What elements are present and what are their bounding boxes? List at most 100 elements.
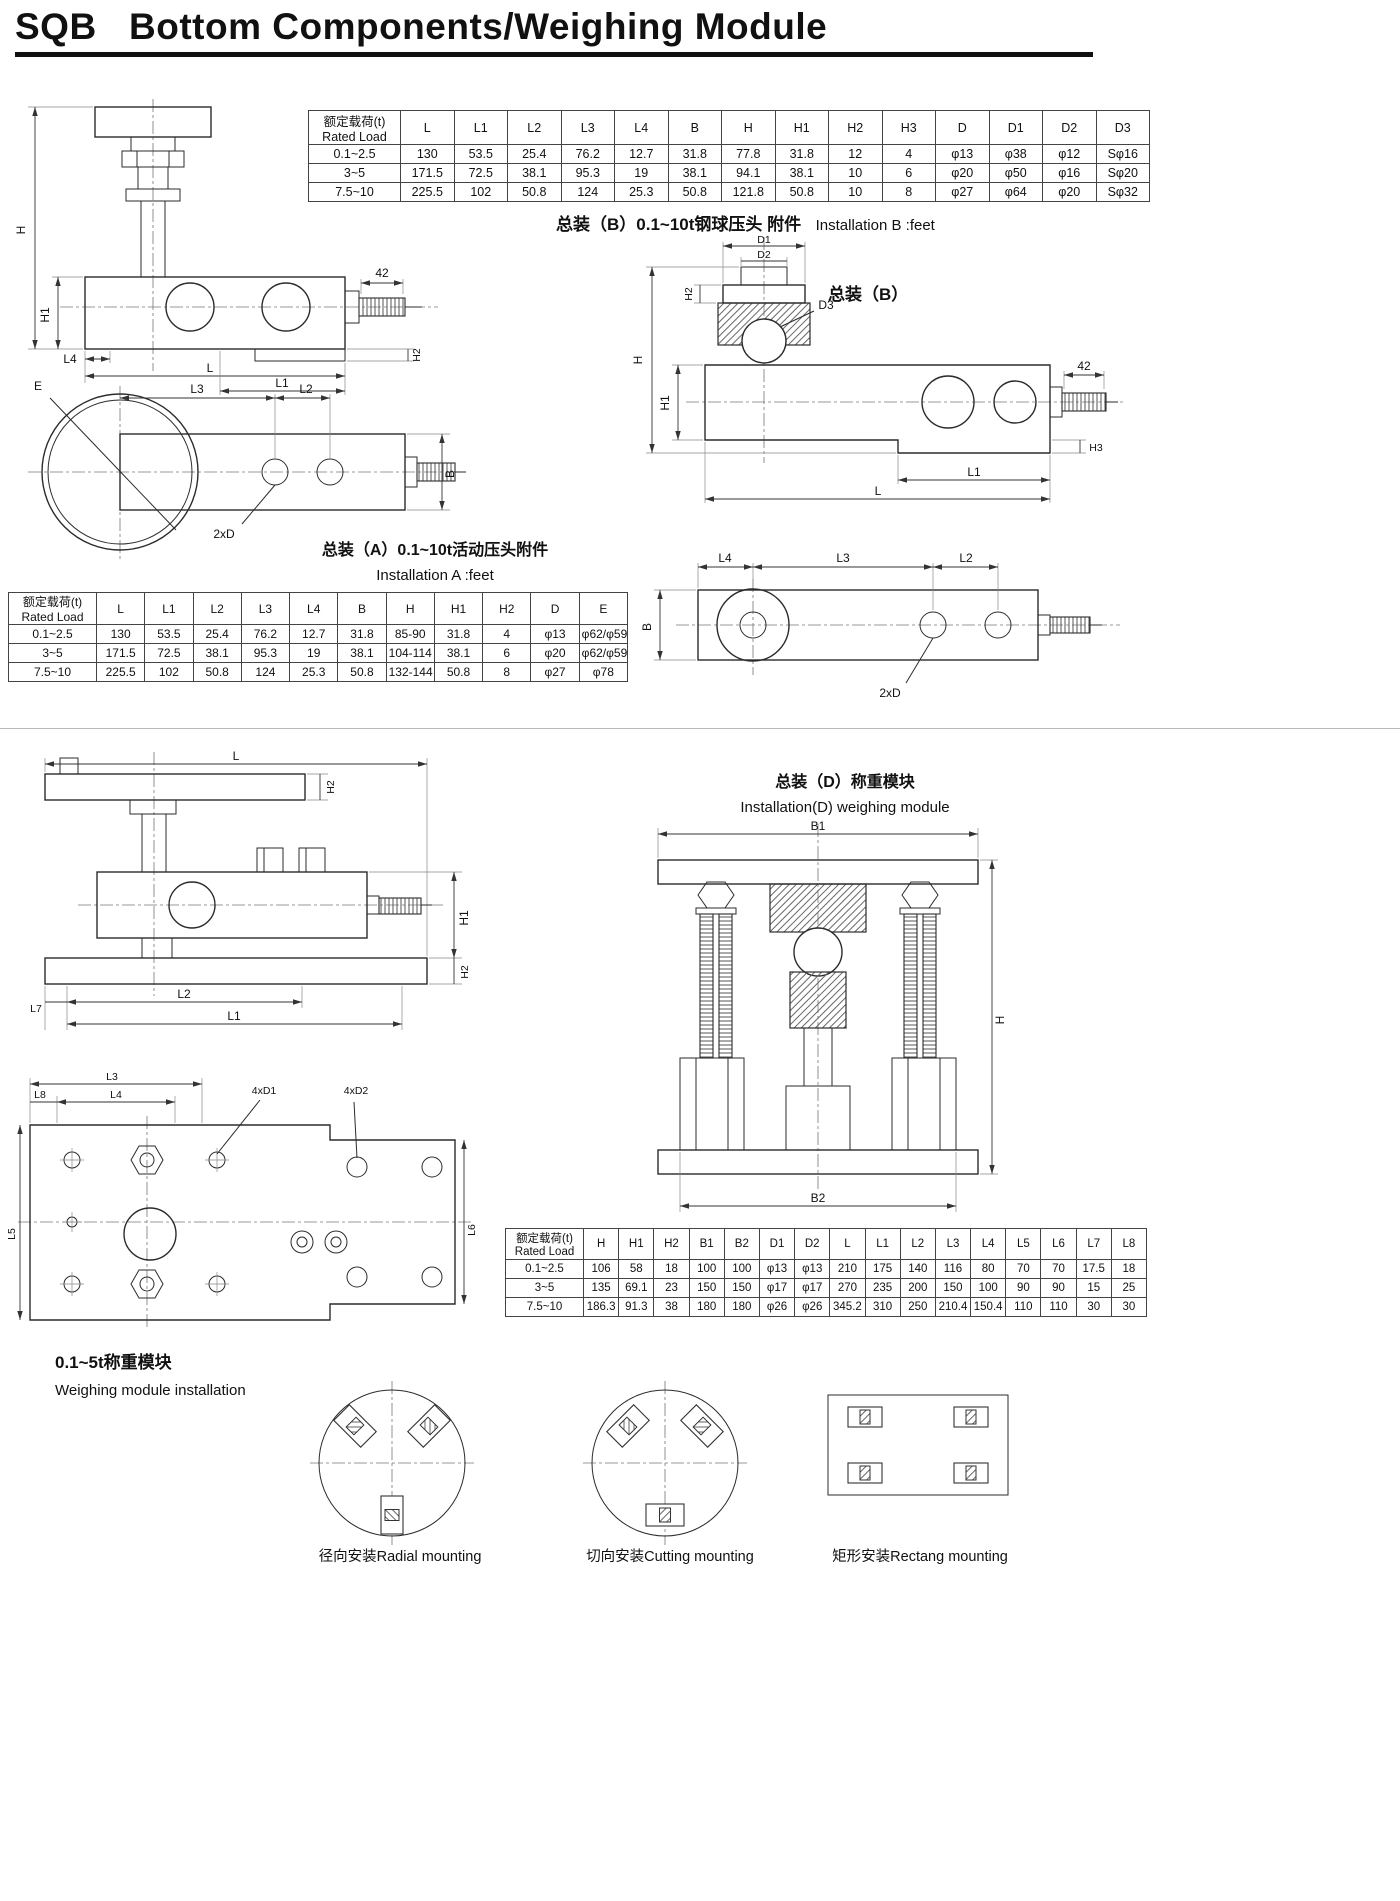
spec-cell: 135 [582, 1278, 620, 1298]
dim-column-header: L3 [240, 592, 291, 625]
installation-b-caption-en: Installation B :feet [815, 217, 935, 234]
spec-cell: 4 [482, 624, 532, 644]
dim-column-header: L3 [934, 1228, 972, 1260]
spec-cell: 132-144 [385, 662, 435, 682]
spec-cell: 25.3 [289, 662, 339, 682]
spec-cell: φ17 [794, 1278, 831, 1298]
spec-cell: 91.3 [618, 1297, 655, 1317]
spec-cell: 18 [653, 1259, 690, 1279]
spec-cell: 38.1 [337, 643, 387, 663]
spec-cell: φ26 [758, 1297, 796, 1317]
spec-cell: 31.8 [433, 624, 484, 644]
spec-cell: φ20 [530, 643, 580, 663]
spec-cell: φ78 [578, 662, 629, 682]
spec-cell: φ50 [988, 163, 1043, 183]
dim-column-header: H2 [482, 592, 532, 625]
spec-cell: 10 [828, 163, 883, 183]
spec-cell: 23 [653, 1278, 690, 1298]
dim-column-header: L2 [192, 592, 242, 625]
spec-cell: 25 [1110, 1278, 1148, 1298]
weighing-module-plate-drawing: 4xD1 4xD2 L3 L8 L4 L5 L6 [6, 1071, 478, 1330]
spec-cell: 102 [453, 182, 508, 202]
dim-l4: L4 [63, 352, 77, 366]
spec-cell: 70 [1005, 1259, 1042, 1279]
spec-cell: φ27 [935, 182, 990, 202]
weighing-module-side-drawing: L H2 H1 H2 L7 L2 L1 [30, 749, 471, 1030]
dim-column-header: D1 [758, 1228, 796, 1260]
spec-cell: 8 [881, 182, 936, 202]
spec-cell: 15 [1075, 1278, 1112, 1298]
radial-mounting-caption: 径向安装Radial mounting [318, 1549, 482, 1565]
spec-cell: 150 [934, 1278, 972, 1298]
dim-e: E [34, 379, 42, 393]
dim-b2: B2 [811, 1191, 826, 1205]
spec-cell: 345.2 [829, 1297, 866, 1317]
spec-cell: 17.5 [1075, 1259, 1112, 1279]
dim-h1: H1 [38, 307, 52, 323]
dim-column-header: L1 [453, 110, 508, 145]
spec-cell: φ13 [935, 144, 990, 164]
cutting-mounting-diagram [583, 1381, 747, 1545]
dim-column-header: H [582, 1228, 620, 1260]
spec-cell: 31.8 [774, 144, 829, 164]
spec-cell: φ62/φ59 [578, 643, 629, 663]
dim-2xd: 2xD [213, 527, 235, 541]
spec-cell: 7.5~10 [505, 1297, 584, 1317]
spec-cell: φ20 [1042, 182, 1097, 202]
module-note-en: Weighing module installation [55, 1382, 246, 1399]
spec-cell: 150.4 [970, 1297, 1007, 1317]
dim-d2: D2 [757, 249, 771, 261]
installation-a-caption-en: Installation A :feet [376, 567, 494, 584]
rated-load-header: 额定载荷(t)Rated Load [308, 110, 401, 145]
rectang-mounting-caption: 矩形安装Rectang mounting [832, 1549, 1008, 1565]
dim-l8: L8 [34, 1089, 46, 1101]
dim-column-header: L3 [560, 110, 615, 145]
module-note-cn: 0.1~5t称重模块 [55, 1353, 172, 1372]
spec-cell: 70 [1040, 1259, 1077, 1279]
spec-cell: 19 [614, 163, 669, 183]
spec-cell: φ62/φ59 [578, 624, 629, 644]
spec-cell: 140 [899, 1259, 936, 1279]
installation-a-caption: 总装（A）0.1~10t活动压头附件 Installation A :feet [290, 536, 580, 584]
section-divider [0, 728, 1400, 729]
spec-cell: 0.1~2.5 [505, 1259, 584, 1279]
spec-cell: 53.5 [144, 624, 194, 644]
dim-h2b: H2 [459, 965, 471, 979]
rated-load-header: 额定载荷(t)Rated Load [8, 592, 97, 625]
dim-column-header: D2 [794, 1228, 831, 1260]
dim-column-header: H1 [774, 110, 829, 145]
dim-column-header: B2 [723, 1228, 760, 1260]
spec-cell: 0.1~2.5 [8, 624, 97, 644]
spec-cell: 69.1 [618, 1278, 655, 1298]
dim-column-header: L6 [1040, 1228, 1077, 1260]
spec-cell: 124 [560, 182, 615, 202]
spec-cell: 30 [1075, 1297, 1112, 1317]
spec-cell: 270 [829, 1278, 866, 1298]
spec-cell: 180 [723, 1297, 760, 1317]
dim-l7: L7 [30, 1003, 42, 1015]
dim-l1: L1 [227, 1009, 241, 1023]
dim-column-header: D1 [988, 110, 1043, 145]
dim-l3: L3 [190, 382, 204, 396]
spec-cell: 4 [881, 144, 936, 164]
spec-cell: 235 [864, 1278, 901, 1298]
spec-cell: 72.5 [144, 643, 194, 663]
spec-cell: φ12 [1042, 144, 1097, 164]
dim-column-header: H3 [881, 110, 936, 145]
spec-cell: 310 [864, 1297, 901, 1317]
dim-l3: L3 [106, 1071, 118, 1083]
spec-cell: φ20 [935, 163, 990, 183]
dim-l4: L4 [110, 1089, 122, 1101]
installation-a-top-drawing: E L3 L2 B 2xD [28, 379, 466, 560]
spec-cell: 250 [899, 1297, 936, 1317]
installation-b-top-drawing: L4 L3 L2 B 2xD [640, 551, 1120, 700]
dim-l5: L5 [6, 1228, 18, 1240]
spec-cell: 130 [95, 624, 146, 644]
